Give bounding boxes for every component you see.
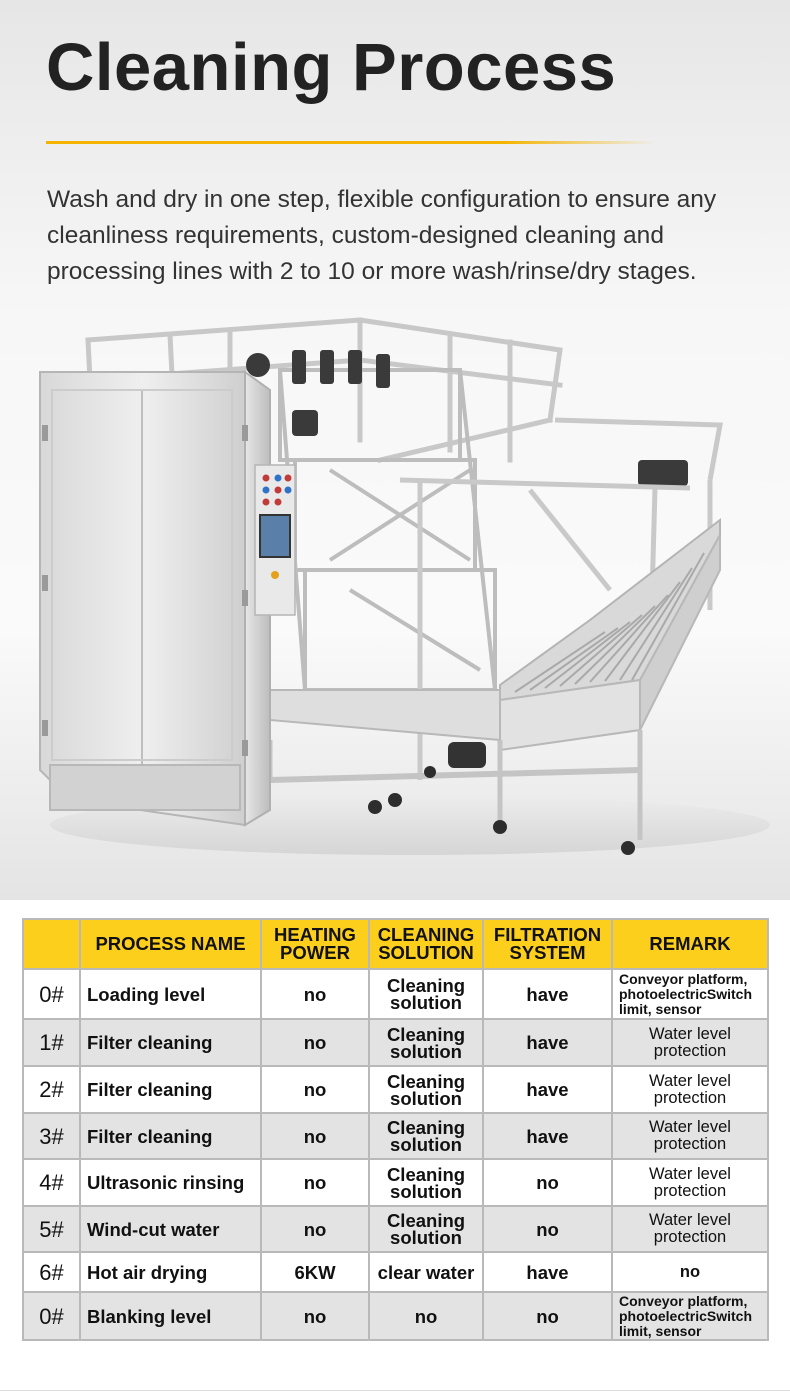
row-remark: Water level protection [611, 1205, 769, 1253]
row-cleaning-solution: Cleaning solution [368, 1158, 484, 1207]
row-number: 0# [22, 1291, 81, 1341]
row-filtration-system: no [482, 1205, 613, 1253]
row-heating-power: no [260, 1112, 370, 1160]
table-row: 6# Hot air drying 6KW clear water have n… [22, 1251, 769, 1293]
row-remark: Conveyor platform, photoelectricSwitch l… [611, 1291, 769, 1341]
row-heating-power: no [260, 1158, 370, 1207]
row-filtration-system: have [482, 968, 613, 1020]
row-remark: Water level protection [611, 1158, 769, 1207]
row-filtration-system: have [482, 1065, 613, 1114]
row-filtration-system: have [482, 1018, 613, 1067]
row-cleaning-solution: clear water [368, 1251, 484, 1293]
table-row: 2# Filter cleaning no Cleaning solution … [22, 1065, 769, 1114]
header-filtration-system: FILTRATION SYSTEM [482, 918, 613, 970]
row-heating-power: 6KW [260, 1251, 370, 1293]
row-number: 6# [22, 1251, 81, 1293]
header-cleaning-solution: CLEANING SOLUTION [368, 918, 484, 970]
row-cleaning-solution: Cleaning solution [368, 1205, 484, 1253]
row-process-name: Wind-cut water [79, 1205, 262, 1253]
process-table: PROCESS NAME HEATING POWER CLEANING SOLU… [22, 918, 769, 1341]
table-row: 0# Blanking level no no no Conveyor plat… [22, 1291, 769, 1341]
page-bottom-divider [0, 1390, 790, 1391]
row-remark: no [611, 1251, 769, 1293]
table-row: 1# Filter cleaning no Cleaning solution … [22, 1018, 769, 1067]
table-row: 5# Wind-cut water no Cleaning solution n… [22, 1205, 769, 1253]
row-heating-power: no [260, 1018, 370, 1067]
row-heating-power: no [260, 1065, 370, 1114]
header-number [22, 918, 81, 970]
row-number: 4# [22, 1158, 81, 1207]
row-number: 1# [22, 1018, 81, 1067]
row-number: 3# [22, 1112, 81, 1160]
row-process-name: Hot air drying [79, 1251, 262, 1293]
row-remark: Conveyor platform, photoelectricSwitch l… [611, 968, 769, 1020]
row-filtration-system: have [482, 1251, 613, 1293]
row-number: 2# [22, 1065, 81, 1114]
page-title: Cleaning Process [46, 30, 617, 105]
row-number: 0# [22, 968, 81, 1020]
row-remark: Water level protection [611, 1065, 769, 1114]
row-process-name: Filter cleaning [79, 1065, 262, 1114]
header-heating-power: HEATING POWER [260, 918, 370, 970]
row-remark: Water level protection [611, 1018, 769, 1067]
table-row: 3# Filter cleaning no Cleaning solution … [22, 1112, 769, 1160]
row-filtration-system: have [482, 1112, 613, 1160]
row-process-name: Loading level [79, 968, 262, 1020]
header-process-name: PROCESS NAME [79, 918, 262, 970]
row-cleaning-solution: Cleaning solution [368, 1065, 484, 1114]
row-heating-power: no [260, 1291, 370, 1341]
row-heating-power: no [260, 1205, 370, 1253]
row-filtration-system: no [482, 1158, 613, 1207]
row-heating-power: no [260, 968, 370, 1020]
row-cleaning-solution: Cleaning solution [368, 1018, 484, 1067]
row-process-name: Filter cleaning [79, 1112, 262, 1160]
row-filtration-system: no [482, 1291, 613, 1341]
table-row: 4# Ultrasonic rinsing no Cleaning soluti… [22, 1158, 769, 1207]
header-remark: REMARK [611, 918, 769, 970]
row-cleaning-solution: Cleaning solution [368, 968, 484, 1020]
row-process-name: Ultrasonic rinsing [79, 1158, 262, 1207]
title-divider [46, 141, 656, 144]
row-process-name: Blanking level [79, 1291, 262, 1341]
intro-paragraph: Wash and dry in one step, flexible confi… [47, 186, 717, 285]
cleaning-machine-illustration [39, 317, 770, 855]
row-number: 5# [22, 1205, 81, 1253]
row-cleaning-solution: no [368, 1291, 484, 1341]
row-remark: Water level protection [611, 1112, 769, 1160]
row-cleaning-solution: Cleaning solution [368, 1112, 484, 1160]
row-process-name: Filter cleaning [79, 1018, 262, 1067]
table-row: 0# Loading level no Cleaning solution ha… [22, 968, 769, 1020]
table-header-row: PROCESS NAME HEATING POWER CLEANING SOLU… [22, 918, 769, 970]
